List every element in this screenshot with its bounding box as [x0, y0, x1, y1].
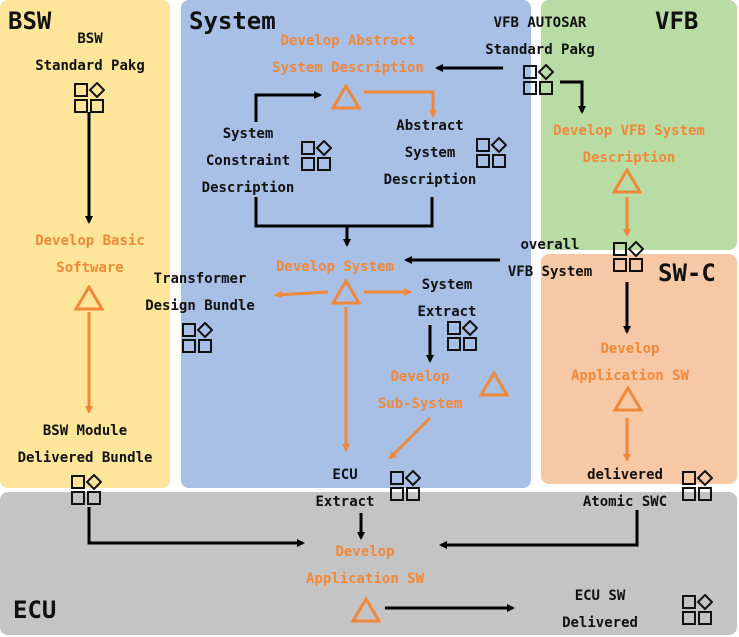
system-title: System: [189, 7, 276, 35]
package-icon: [74, 82, 105, 113]
ecu-region: [0, 492, 737, 635]
system-region: [181, 0, 531, 488]
arrow-vfb-pkg-to-dev-vfb: [560, 80, 586, 114]
package-icon: [523, 64, 554, 95]
arrow-dev-system-to-transformer: [274, 290, 329, 299]
arrow-constraint-to-dev-abstract: [254, 91, 322, 122]
bsw-title: BSW: [8, 7, 52, 35]
package-icon: [447, 320, 478, 351]
ecu-title: ECU: [13, 596, 57, 624]
triangle-process-icon: [612, 168, 642, 194]
arrow-subsystem-to-ecu-extract: [388, 416, 432, 460]
vfb-title: VFB: [655, 7, 699, 35]
swc-title: SW-C: [658, 259, 716, 287]
package-icon: [682, 594, 713, 625]
arrow-dev-abstract-to-abstract: [364, 90, 437, 118]
triangle-process-icon: [479, 371, 509, 397]
triangle-process-icon: [613, 386, 643, 412]
package-icon: [682, 470, 713, 501]
swc-region: [541, 254, 737, 484]
arrow-merge-to-dev-system: [254, 197, 434, 228]
package-icon: [476, 137, 507, 168]
triangle-process-icon: [74, 285, 104, 311]
package-icon: [301, 140, 332, 171]
package-icon: [390, 470, 421, 501]
package-icon: [71, 474, 102, 505]
develop-system-label: Develop System: [275, 259, 394, 275]
package-icon: [182, 322, 213, 353]
vfb-region: [541, 0, 737, 250]
arrow-bsw-module-to-ecu-dev: [87, 507, 305, 547]
triangle-process-icon: [331, 279, 361, 305]
arrow-atomic-to-ecu-dev: [439, 510, 639, 549]
triangle-process-icon: [331, 84, 361, 110]
package-icon: [613, 241, 644, 272]
triangle-process-icon: [351, 597, 381, 623]
